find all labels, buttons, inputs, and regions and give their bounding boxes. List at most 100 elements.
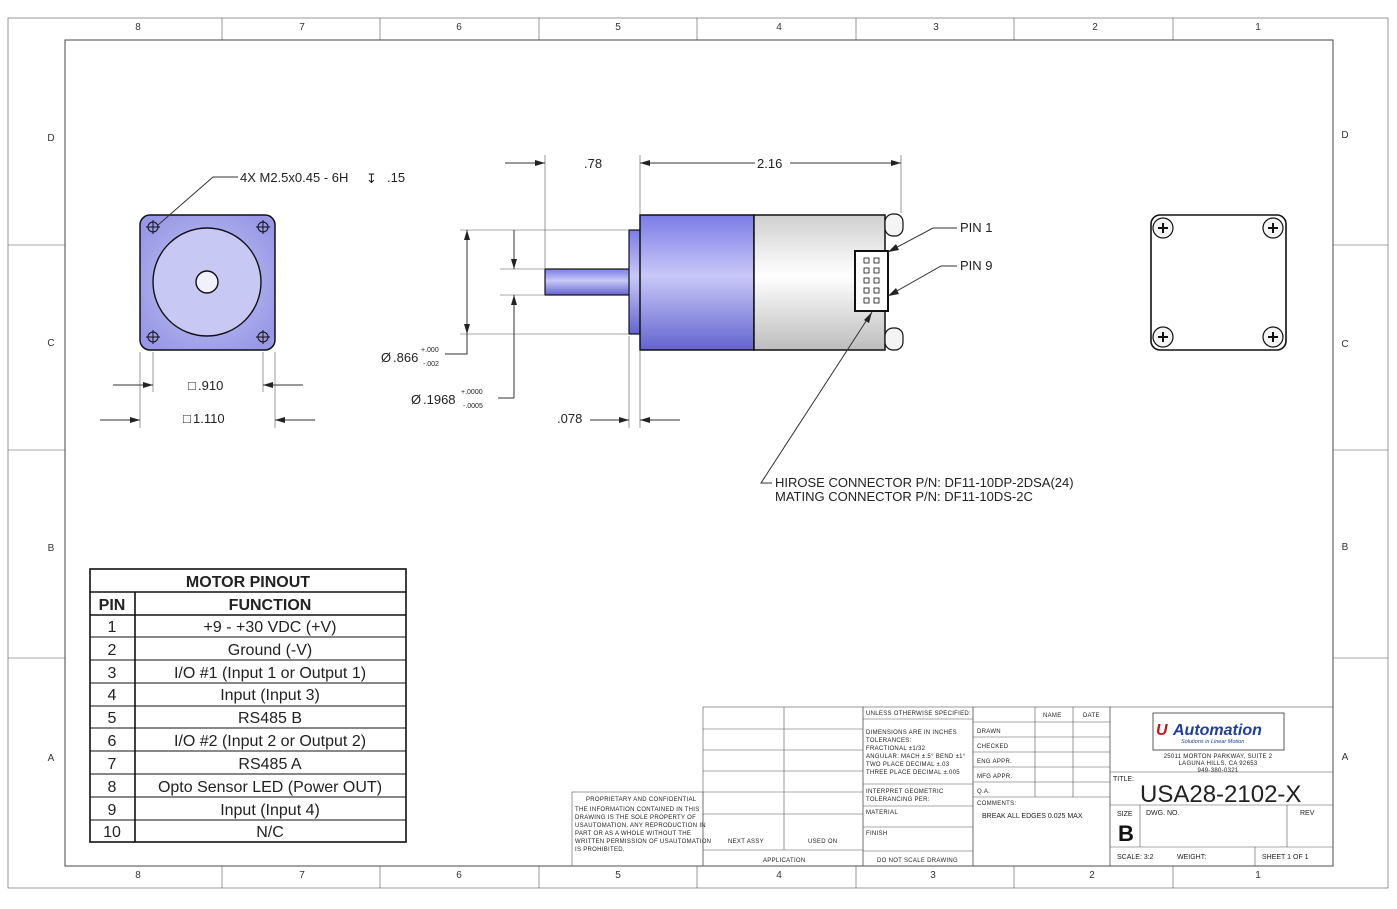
mating-connector-part-number: MATING CONNECTOR P/N: DF11-10DS-2C: [775, 489, 1033, 504]
tolerance-line: THREE PLACE DECIMAL ±.005: [866, 770, 960, 776]
proprietary-line: USAUTOMATION. ANY REPRODUCTION IN: [575, 823, 706, 829]
pin-function: Opto Sensor LED (Power OUT): [158, 779, 382, 796]
pin-function: +9 - +30 VDC (+V): [204, 619, 337, 636]
pilot-diameter-symbol: Ø: [381, 350, 391, 365]
pin-number: 5: [108, 710, 117, 727]
proprietary-line: DRAWING IS THE SOLE PROPERTY OF: [575, 815, 696, 821]
pin1-leader: [887, 227, 957, 253]
zone-col-label: 2: [1089, 870, 1095, 881]
body-length-dim: 2.16: [757, 156, 782, 171]
rear-face: [1150, 214, 1287, 351]
title-block: PROPRIETARY AND CONFIDENTIAL THE INFORMA…: [571, 706, 1334, 867]
dwg-no-label: DWG. NO.: [1146, 810, 1179, 817]
zone-col-label: 7: [299, 22, 305, 33]
tolerance-line: ANGULAR: MACH ±.5° BEND ±1°: [866, 754, 966, 760]
logo-text: Automation: [1172, 722, 1262, 739]
sign-row-label: MFG APPR.: [977, 774, 1012, 780]
interpret-line: TOLERANCING PER:: [866, 797, 930, 803]
next-assy-label: NEXT ASSY: [728, 839, 764, 845]
pin-number: 3: [108, 665, 117, 682]
pin-number: 6: [108, 733, 117, 750]
pin-function: I/O #2 (Input 2 or Output 2): [174, 733, 366, 750]
sheet-number: SHEET 1 OF 1: [1262, 854, 1309, 861]
zone-col-label: 8: [135, 870, 141, 881]
proprietary-line: WRITTEN PERMISSION OF USAUTOMATION: [575, 839, 711, 845]
pinout-table: MOTOR PINOUT PIN FUNCTION 1 +9 - +30 VDC…: [89, 568, 407, 843]
pin-number: 9: [108, 802, 117, 819]
pin-number: 4: [108, 687, 117, 704]
pilot-tol-lower: -.002: [423, 361, 439, 368]
material-label: MATERIAL: [866, 810, 898, 816]
unless-specified: UNLESS OTHERWISE SPECIFIED:: [866, 711, 971, 717]
motor-shaft: [544, 268, 632, 296]
zone-col-label: 6: [456, 22, 462, 33]
pin-function: N/C: [256, 824, 284, 841]
pin-number: 7: [108, 756, 117, 773]
hirose-connector: [854, 250, 889, 312]
body-width-dim: 1.110: [193, 411, 225, 426]
pin-function: I/O #1 (Input 1 or Output 1): [174, 665, 366, 682]
screw-head-top: [884, 213, 904, 237]
zone-col-label: 8: [135, 22, 141, 33]
zone-col-label: 7: [299, 870, 305, 881]
address-line: 949-380-0321: [1198, 768, 1239, 774]
logo-tagline: Solutions in Linear Motion: [1181, 739, 1244, 745]
side-view: .78 2.16 .078 Ø .866 +.000 -.002: [381, 155, 1074, 504]
zone-row-label: A: [48, 753, 55, 764]
tolerance-line: FRACTIONAL ±1/32: [866, 746, 926, 752]
pilot-width-dim: .910: [198, 378, 223, 393]
finish-label: FINISH: [866, 831, 887, 837]
shaft-length-dim: .78: [584, 156, 602, 171]
company-logo-frame: [1152, 712, 1285, 751]
tolerance-line: TWO PLACE DECIMAL ±.03: [866, 762, 950, 768]
front-view: 4X M2.5x0.45 - 6H ↧ .15 □ .910 □ 1.110: [100, 170, 405, 428]
logo-prefix: U: [1156, 722, 1168, 739]
used-on-label: USED ON: [808, 839, 837, 845]
screw-head-bottom: [884, 327, 904, 351]
zone-row-label: D: [47, 133, 54, 144]
rev-label: REV: [1300, 810, 1315, 817]
weight-label: WEIGHT:: [1177, 854, 1206, 861]
zone-labels: 8 7 6 5 4 3 2 1 8 7 6 5 4 3 2 1 D C B A …: [47, 22, 1348, 881]
pilot-box-symbol: □: [188, 378, 196, 393]
shaft-diameter-dim: .1968: [423, 392, 456, 407]
zone-row-label: B: [1342, 542, 1349, 553]
pin1-label: PIN 1: [960, 220, 993, 235]
motor-body: [639, 214, 755, 351]
shaft-diameter-symbol: Ø: [411, 392, 421, 407]
function-column-header: FUNCTION: [229, 597, 312, 614]
sign-row-label: DRAWN: [977, 729, 1001, 735]
pilot-tol-upper: +.000: [421, 347, 439, 354]
zone-col-label: 5: [615, 22, 621, 33]
pin9-leader: [887, 265, 957, 297]
zone-col-label: 3: [930, 870, 936, 881]
zone-row-label: C: [47, 338, 54, 349]
zone-col-label: 4: [776, 870, 782, 881]
flange-thickness-dim: .078: [557, 411, 582, 426]
scale-label: SCALE: 3:2: [1117, 854, 1154, 861]
sign-row-label: ENG APPR.: [977, 759, 1012, 765]
sign-row-label: CHECKED: [977, 744, 1009, 750]
pin-function: Ground (-V): [228, 642, 312, 659]
rear-screws: [1152, 217, 1284, 348]
thread-depth: .15: [387, 170, 405, 185]
pin-function: Input (Input 3): [220, 687, 320, 704]
col-name-label: NAME: [1043, 713, 1062, 719]
zone-row-label: A: [1342, 752, 1349, 763]
comments-label: COMMENTS:: [977, 801, 1016, 807]
pin-function: RS485 B: [238, 710, 302, 727]
zone-ticks: [8, 18, 1388, 888]
address-line: 25011 MORTON PARKWAY, SUITE 2: [1164, 754, 1273, 760]
zone-row-label: C: [1341, 339, 1348, 350]
tolerance-line: DIMENSIONS ARE IN INCHES: [866, 730, 957, 736]
pin-function: RS485 A: [238, 756, 301, 773]
shaft-circle: [195, 270, 219, 294]
zone-col-label: 1: [1255, 22, 1261, 33]
rear-view: [1150, 214, 1287, 351]
depth-symbol: ↧: [366, 171, 377, 186]
zone-col-label: 5: [615, 870, 621, 881]
shaft-tol-upper: +.0000: [461, 389, 483, 396]
zone-col-label: 2: [1092, 22, 1098, 33]
pin9-label: PIN 9: [960, 258, 993, 273]
